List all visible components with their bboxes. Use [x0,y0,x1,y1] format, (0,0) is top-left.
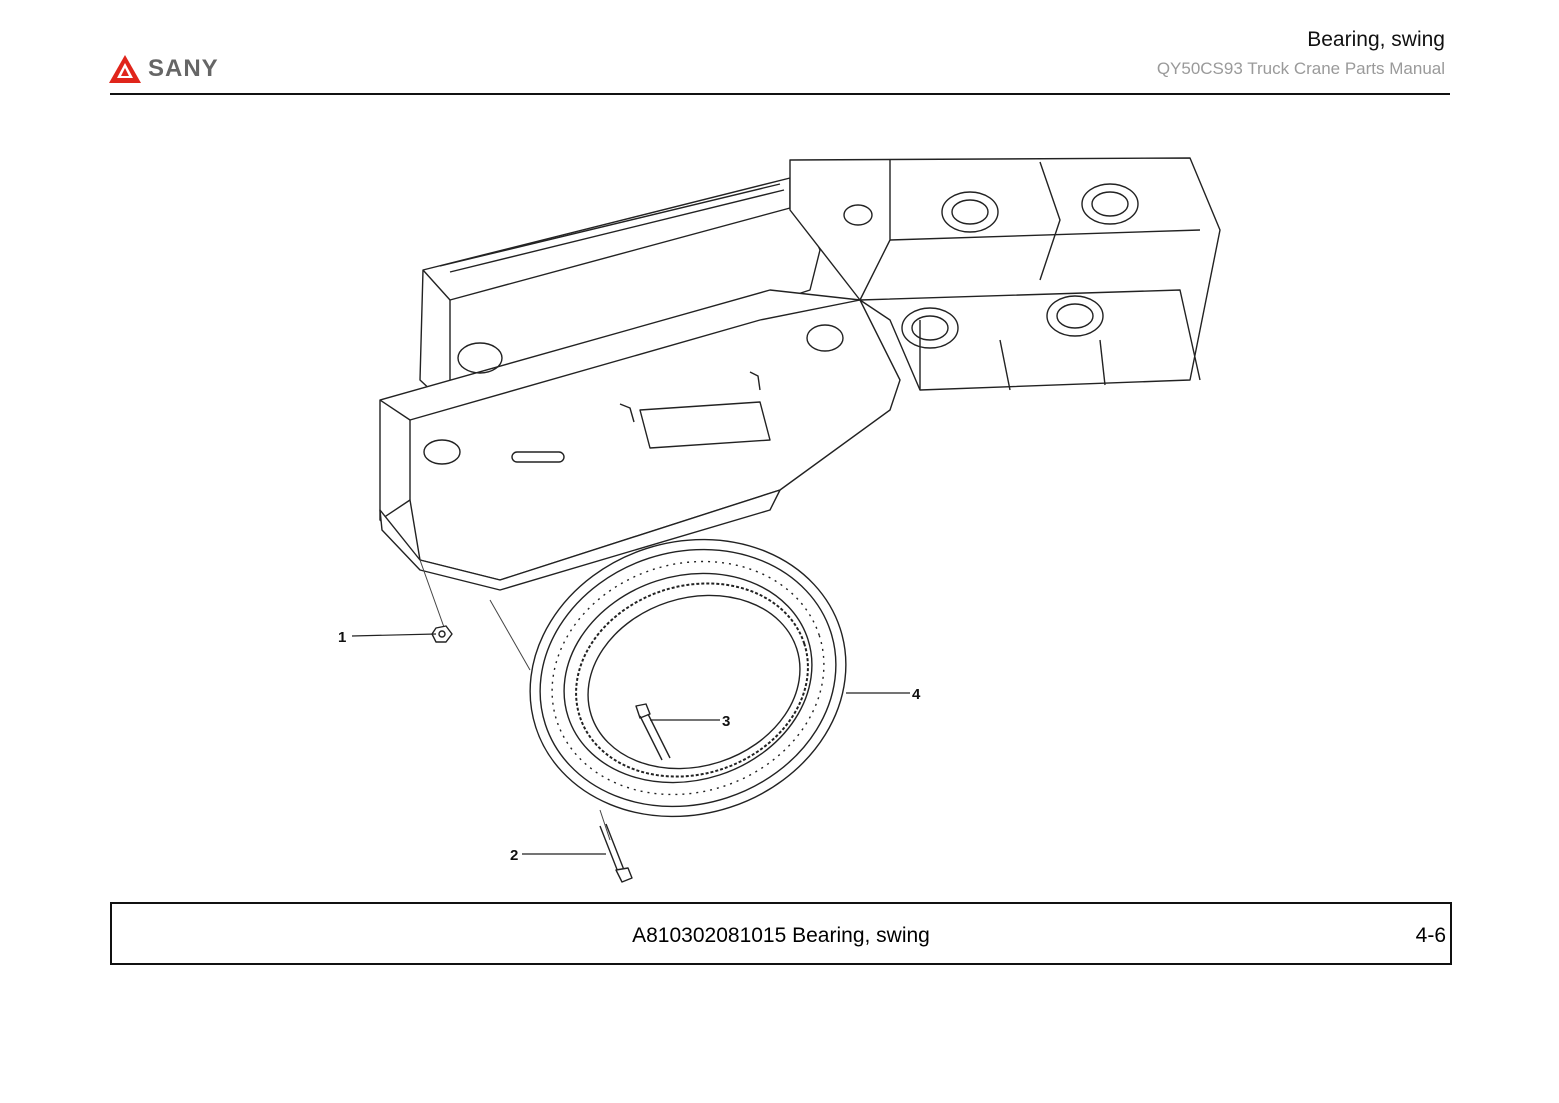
callout-1: 1 [338,629,346,646]
callout-3: 3 [722,713,730,730]
sany-logo: SANY [108,54,219,84]
turntable-frame [379,157,1221,591]
callout-leaders [351,633,910,855]
sany-emblem-icon [109,55,141,83]
part-3-bolt [635,703,671,761]
header-divider [110,93,1450,95]
parts-drawing: 1 2 3 4 [338,157,1221,883]
brand-name: SANY [148,55,219,82]
swing-bearing [529,538,847,818]
callout-2: 2 [510,847,518,864]
part-2-bolt [599,823,633,883]
callout-4: 4 [912,686,921,703]
page-number: 4-6 [1415,924,1446,947]
page-title: Bearing, swing [1307,28,1445,51]
alignment-lines [419,559,611,841]
manual-subtitle: QY50CS93 Truck Crane Parts Manual [1156,59,1445,78]
figure-caption: A810302081015 Bearing, swing [632,924,930,947]
caption-box: A810302081015 Bearing, swing 4-6 [110,902,1452,965]
